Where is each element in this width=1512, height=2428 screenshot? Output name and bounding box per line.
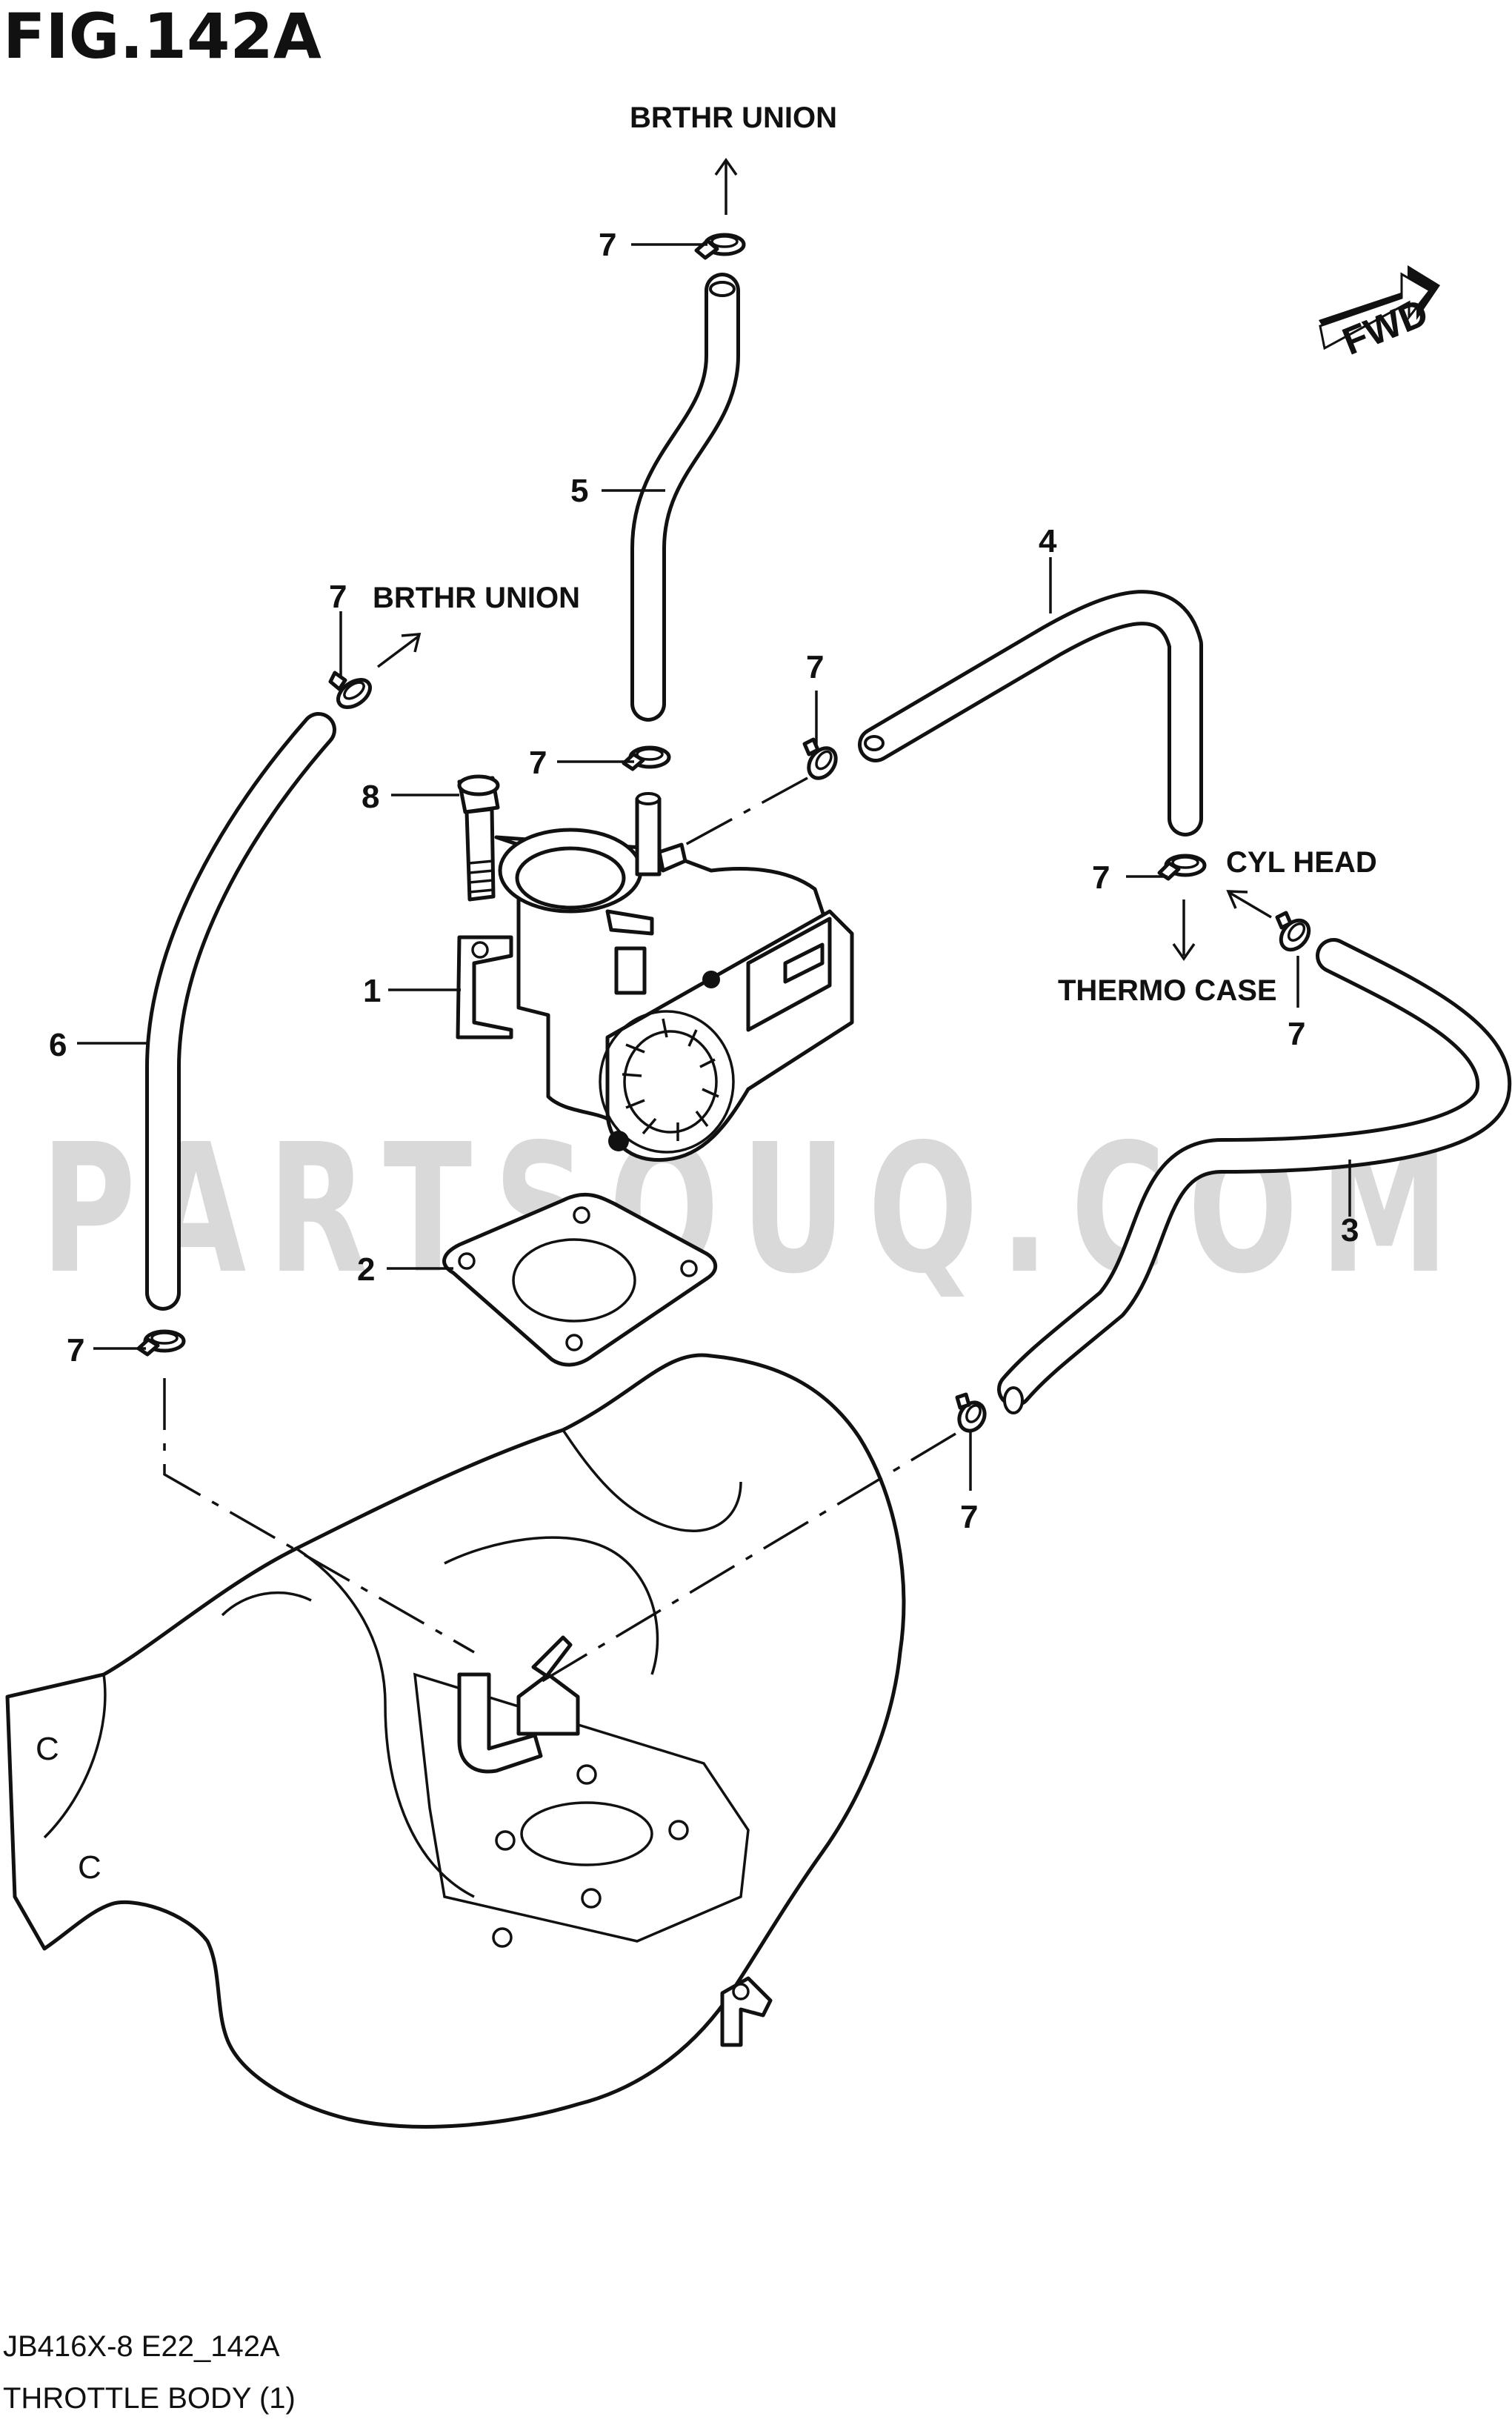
callout-7: 7 [1092,859,1110,896]
callout-2: 2 [357,1251,375,1288]
figure-caption: THROTTLE BODY (1) [3,2382,296,2415]
fwd-arrow-icon: FWD [1319,265,1440,364]
arrow-icon [376,633,422,668]
leader-lines [77,243,1351,1491]
callout-7: 7 [806,649,824,685]
intake-manifold: C C [5,1353,906,2129]
callout-1: 1 [363,973,381,1009]
cyl-head-label: CYL HEAD [1226,846,1377,879]
callout-7: 7 [1288,1016,1305,1052]
bolt [457,774,500,902]
brthr-union-left-label: BRTHR UNION [373,582,580,614]
arrow-icon [1172,899,1196,962]
phantom-lines [163,776,956,1683]
callout-7: 7 [599,227,616,263]
watermark: PARTSOUQ.COM [41,1105,1471,1313]
callout-7: 7 [329,579,347,615]
throttle-body [456,792,854,1163]
callout-8: 8 [362,779,379,815]
hose-5 [630,273,740,722]
hose-3 [997,938,1512,1414]
callout-7: 7 [67,1332,84,1368]
hose-clamp-icon [1275,911,1311,952]
callout-7: 7 [960,1499,978,1535]
hose-clamp-icon [136,1329,186,1357]
hose-clamp-icon [622,745,671,771]
callout-4: 4 [1039,523,1057,559]
figure-title: FIG.142A [3,0,322,73]
svg-text:C: C [36,1731,59,1767]
gasket [442,1192,718,1367]
thermo-case-label: THERMO CASE [1058,974,1277,1007]
hose-clamp-icon [1157,854,1207,881]
arrow-icon [714,157,738,215]
callout-numbers: 7 5 4 7 7 7 8 7 1 7 6 3 2 7 7 [49,227,1359,1535]
connection-labels: BRTHR UNION BRTHR UNION CYL HEAD THERMO … [373,102,1377,1007]
svg-text:C: C [78,1849,101,1886]
hose-4 [858,590,1203,837]
callout-5: 5 [570,473,588,509]
arrow-icon [1226,890,1272,919]
hose-6 [145,712,336,1311]
hose-clamp-icon [955,1392,987,1433]
hose-clamp-icon [802,737,838,780]
brthr-union-top-label: BRTHR UNION [630,102,837,134]
figure-code: JB416X-8 E22_142A [3,2330,280,2363]
hose-clamp-icon [328,671,372,709]
callout-3: 3 [1341,1212,1359,1248]
callout-6: 6 [49,1027,67,1063]
callout-7: 7 [529,745,547,781]
hose-clamp-icon [694,233,746,260]
